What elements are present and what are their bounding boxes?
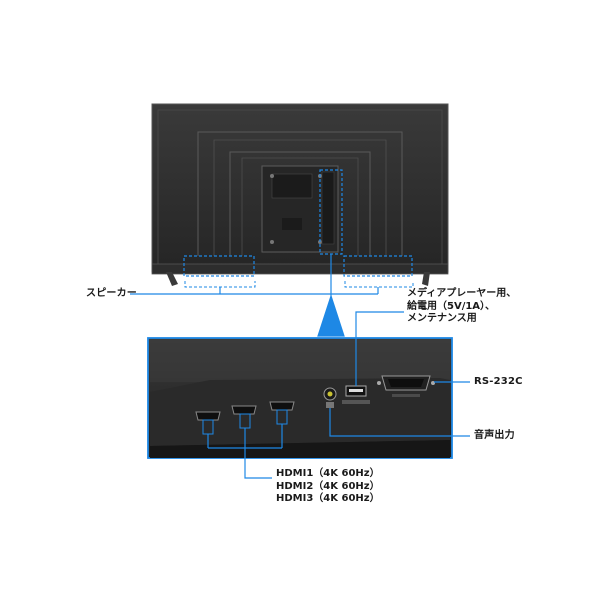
speaker-label: スピーカー — [86, 288, 137, 299]
audio-out-label: 音声出力 — [474, 430, 515, 441]
hdmi-label-line-1: HDMI1（4K 60Hz） — [276, 468, 380, 479]
hdmi2-port-icon — [231, 405, 257, 415]
tv-back-panel — [151, 103, 449, 275]
audio-leader-line — [329, 408, 470, 437]
hdmi-label-line-2: HDMI2（4K 60Hz） — [276, 480, 380, 492]
zoom-pointer — [317, 254, 345, 337]
usb-label-line-3: メンテナンス用 — [407, 313, 477, 324]
speaker-left-highlight — [183, 255, 255, 277]
usb-leader-line — [355, 311, 404, 386]
tv-stands — [166, 272, 430, 286]
hdmi1-port-icon — [195, 411, 221, 421]
hdmi-leader-lines — [207, 424, 283, 479]
hdmi3-port-icon — [269, 401, 295, 411]
usb-port-icon — [342, 385, 370, 404]
rs232c-label: RS-232C — [474, 376, 523, 387]
speaker-right-highlight — [343, 255, 413, 277]
rs232c-port-icon — [377, 375, 435, 397]
hdmi-label: HDMI1（4K 60Hz） HDMI2（4K 60Hz） HDMI3（4K 6… — [276, 468, 380, 506]
terminal-closeup-panel — [147, 337, 453, 459]
usb-label-line-2: 給電用（5V/1A）、 — [407, 300, 496, 312]
usb-label: メディアプレーヤー用、 給電用（5V/1A）、 メンテナンス用 — [407, 288, 516, 326]
audio-jack-icon — [323, 387, 337, 408]
usb-label-line-1: メディアプレーヤー用、 — [407, 288, 517, 299]
hdmi-label-line-3: HDMI3（4K 60Hz） — [276, 493, 380, 504]
